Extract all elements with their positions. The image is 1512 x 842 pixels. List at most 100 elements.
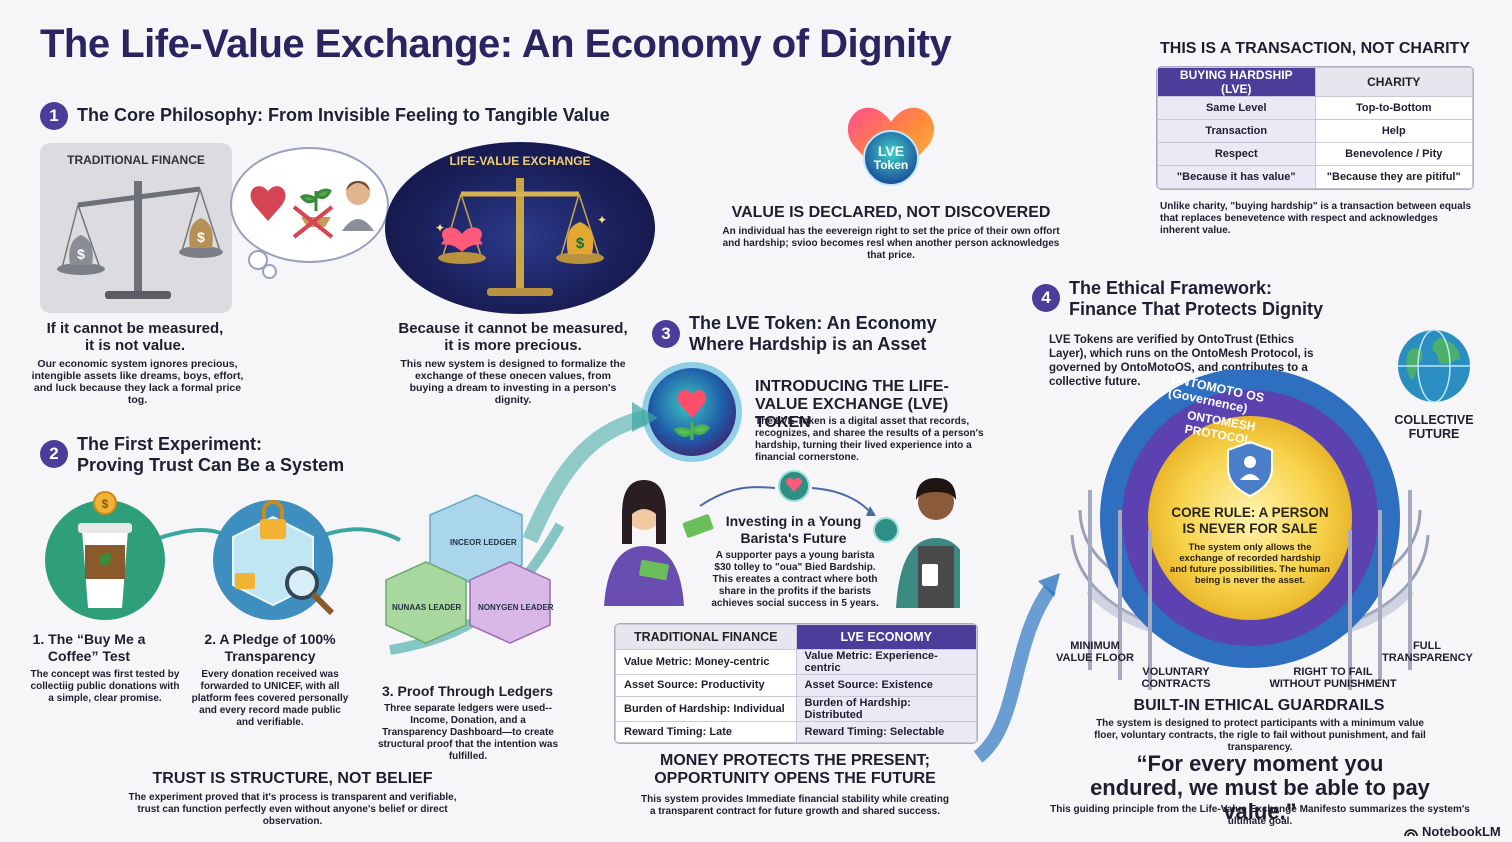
step3-body: Three separate ledgers were used--Income… (378, 703, 559, 762)
guardrail-voluntary-contracts: VOLUNTARY CONTRACTS (1141, 666, 1211, 690)
brand-name: NotebookLM (1422, 824, 1501, 839)
cube-label-income: INCEOR LEDGER (450, 538, 517, 547)
table-cell: Burden of Hardship: Distributed (795, 695, 977, 722)
thought-dot (262, 264, 277, 279)
lve-intro-heading: INTRODUCING THE LIFE-VALUE EXCHANGE (LVE… (755, 378, 949, 431)
barista-heading: Investing in a Young Barista's Future (725, 513, 862, 546)
table-cell: "Because they are pitiful" (1314, 165, 1473, 189)
step1-title: 1. The “Buy Me a Coffee” Test (32, 631, 146, 664)
guardrails-body: The system is designed to protect partic… (1094, 718, 1426, 753)
table-cell: Reward Timing: Selectable (795, 720, 977, 743)
unbalanced-scale-icon: $ $ (57, 181, 223, 299)
step2-body: Every donation received was forwarded to… (191, 669, 349, 728)
table-cell: Transaction (1157, 119, 1316, 143)
experiment-steps-illustration: $ INCEOR LEDGER NUNAAS LEADER NONYGEN LE… (45, 491, 565, 655)
charity-col-lve: BUYING HARDSHIP (LVE) (1157, 67, 1316, 97)
guiding-quote-caption: This guiding principle from the Life-Val… (1050, 804, 1470, 827)
step1-body: The concept was first tested by collecti… (30, 669, 180, 704)
table-cell: Same Level (1157, 96, 1316, 120)
traditional-tagline: If it cannot be measured, it is not valu… (46, 320, 224, 354)
section-3-heading-line2: Where Hardship is an Asset (689, 334, 927, 354)
section-1-heading: The Core Philosophy: From Invisible Feel… (77, 105, 610, 125)
token-badge-line2: Token (873, 158, 909, 172)
svg-text:✦: ✦ (597, 213, 607, 227)
thought-bubble (230, 147, 389, 263)
step2-title: 2. A Pledge of 100% Transparency (204, 631, 336, 664)
charity-heading: THIS IS A TRANSACTION, NOT CHARITY (1160, 40, 1470, 57)
page-title: The Life-Value Exchange: An Economy of D… (40, 22, 952, 66)
table-row: Burden of Hardship: Individual Burden of… (615, 695, 977, 722)
value-declared-body: An individual has the eevereign right to… (722, 226, 1060, 261)
svg-text:✦: ✦ (435, 221, 445, 235)
step3-title: 3. Proof Through Ledgers (381, 683, 554, 699)
table-cell: Burden of Hardship: Individual (615, 695, 797, 722)
table-cell: Top-to-Bottom (1314, 96, 1473, 120)
table-cell: Reward Timing: Late (615, 720, 797, 743)
section-1-number: 1 (40, 102, 68, 130)
token-badge-line1: LVE (877, 143, 905, 159)
brand-logo: NotebookLM (1404, 824, 1501, 839)
table-row: Respect Benevolence / Pity (1157, 142, 1473, 166)
econ-col-traditional: TRADITIONAL FINANCE (615, 624, 797, 650)
section-3-heading: The LVE Token: An Economy Where Hardship… (689, 313, 937, 355)
money-heading: MONEY PROTECTS THE PRESENT; OPPORTUNITY … (654, 752, 936, 787)
trust-body: The experiment proved that it's process … (128, 792, 457, 827)
table-cell: Benevolence / Pity (1314, 142, 1473, 166)
section-2-heading-line2: Proving Trust Can Be a System (77, 455, 345, 475)
section-4-heading-line2: Finance That Protects Dignity (1069, 299, 1324, 319)
balanced-scale-icon: $ ✦ ✦ (435, 178, 607, 296)
barista-investment-illustration (604, 470, 960, 608)
guiding-quote: “For every moment you endured, we must b… (1090, 751, 1430, 824)
table-cell: Value Metric: Money-centric (615, 649, 797, 675)
svg-text:$: $ (197, 229, 205, 245)
section-4-heading: The Ethical Framework: Finance That Prot… (1069, 278, 1323, 320)
table-cell: Respect (1157, 142, 1316, 166)
svg-text:$: $ (77, 246, 85, 262)
section-4-heading-line1: The Ethical Framework: (1069, 278, 1273, 298)
table-row: Value Metric: Money-centric Value Metric… (615, 649, 977, 675)
cube-label-donation: NUNAAS LEADER (392, 603, 462, 612)
ethical-framework-diagram (1070, 370, 1430, 690)
globe-icon (1398, 329, 1470, 403)
guardrail-full-transparency: FULL TRANSPARENCY (1382, 640, 1473, 664)
table-row: Reward Timing: Late Reward Timing: Selec… (615, 720, 977, 743)
table-row: Transaction Help (1157, 119, 1473, 143)
table-row: Same Level Top-to-Bottom (1157, 96, 1473, 120)
economy-comparison-table: TRADITIONAL FINANCE LVE ECONOMY Value Me… (614, 623, 978, 744)
table-cell: Asset Source: Existence (795, 674, 977, 697)
barista-body: A supporter pays a young barista $30 tol… (711, 550, 879, 609)
table-cell: Asset Source: Productivity (615, 674, 797, 697)
section-3-heading-line1: The LVE Token: An Economy (689, 313, 937, 333)
table-cell: "Because it has value" (1157, 165, 1316, 189)
life-value-exchange-panel: LIFE-VALUE EXCHANGE $ ✦ ✦ (385, 142, 655, 314)
section-2-heading: The First Experiment: Proving Trust Can … (77, 434, 344, 476)
table-cell: Help (1314, 119, 1473, 143)
lve-description: This new system is designed to formalize… (400, 358, 626, 406)
guardrails-heading: BUILT-IN ETHICAL GUARDRAILS (1133, 697, 1385, 714)
trust-heading: TRUST IS STRUCTURE, NOT BELIEF (152, 770, 433, 787)
core-rule-heading: CORE RULE: A PERSON IS NEVER FOR SALE (1171, 505, 1329, 536)
table-cell: Value Metric: Experience-centric (795, 649, 977, 675)
econ-col-lve: LVE ECONOMY (795, 624, 977, 650)
charity-note: Unlike charity, "buying hardship" is a t… (1160, 201, 1472, 236)
guardrail-right-to-fail: RIGHT TO FAIL WITHOUT PUNISHMENT (1269, 666, 1397, 690)
flow-arrow-icon (522, 402, 658, 544)
table-row: "Because it has value" "Because they are… (1157, 165, 1473, 189)
core-rule-body: The system only allows the exchange of r… (1170, 542, 1330, 586)
charity-comparison-table: BUYING HARDSHIP (LVE) CHARITY Same Level… (1156, 66, 1474, 190)
section-4-number: 4 (1032, 284, 1060, 312)
lve-intro-body: The LVE Token is a digital asset that re… (755, 416, 984, 463)
charity-col-charity: CHARITY (1314, 67, 1473, 97)
table-row: Asset Source: Productivity Asset Source:… (615, 674, 977, 697)
collective-future-label: COLLECTIVE FUTURE (1394, 413, 1474, 441)
lve-tagline: Because it cannot be measured, it is mor… (398, 320, 628, 354)
flow-arrow-icon (973, 573, 1060, 763)
value-declared-heading: VALUE IS DECLARED, NOT DISCOVERED (731, 204, 1051, 221)
money-body: This system provides Immediate financial… (641, 794, 949, 817)
section-2-number: 2 (40, 440, 68, 468)
traditional-finance-panel: TRADITIONAL FINANCE $ $ (40, 143, 232, 313)
traditional-description: Our economic system ignores precious, in… (31, 358, 244, 406)
section-2-heading-line1: The First Experiment: (77, 434, 263, 454)
thought-dot (248, 250, 268, 270)
token-badge-text: LVE Token (861, 144, 921, 172)
